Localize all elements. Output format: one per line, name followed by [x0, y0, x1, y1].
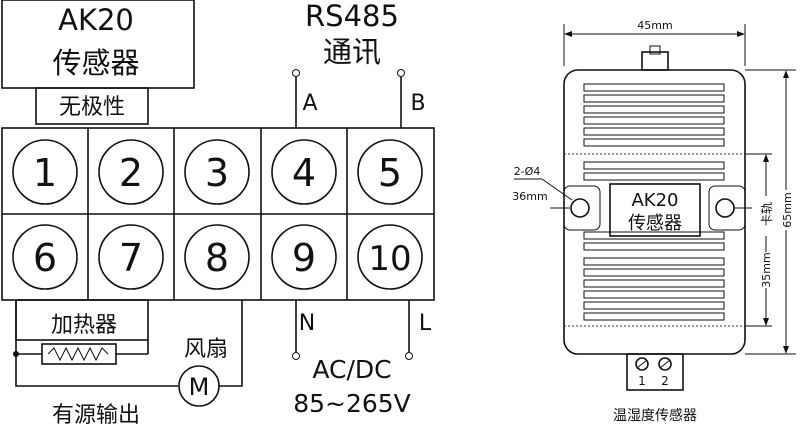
sensor-model: AK20	[58, 3, 134, 37]
fan-label: 风扇	[184, 337, 228, 362]
hole-dist: 36mm	[512, 190, 547, 203]
terminal-5-label: 5	[378, 151, 402, 195]
terminal-1: 1	[12, 139, 78, 205]
terminal-3-label: 3	[205, 151, 229, 195]
heater-label: 加热器	[51, 313, 117, 338]
mount-hole-right	[715, 198, 735, 218]
vent-bottom	[583, 257, 725, 321]
device-terminal-block	[626, 353, 684, 391]
terminal-9-label: 9	[292, 236, 316, 280]
rs485-label: RS485	[305, 0, 399, 33]
terminal-8: 8	[184, 224, 250, 290]
device-terminal-2: 2	[661, 374, 669, 388]
terminal-9: 9	[271, 224, 337, 290]
pin-a-label: A	[302, 91, 317, 116]
pin-n-label: N	[299, 311, 315, 336]
device-model: AK20	[631, 190, 678, 211]
pin-l-label: L	[419, 311, 432, 336]
terminal-2: 2	[98, 139, 164, 205]
terminal-4: 4	[271, 139, 337, 205]
active-output-label: 有源输出	[52, 403, 140, 428]
hole-spec: 2-Ø4	[514, 165, 541, 178]
comm-label: 通讯	[323, 35, 381, 69]
output-wire-left	[15, 300, 178, 387]
terminal-3: 3	[184, 139, 250, 205]
sensor-label: 传感器	[52, 46, 139, 80]
width-dim: 45mm	[637, 19, 672, 32]
vent-mid	[583, 161, 725, 251]
pin-b-dot	[397, 69, 405, 77]
terminal-4-label: 4	[292, 151, 316, 195]
terminal-1-label: 1	[33, 151, 57, 195]
height-dim: 65mm	[781, 192, 794, 227]
terminal-2-label: 2	[119, 151, 143, 195]
device-label: 传感器	[628, 213, 682, 234]
device-terminal-1: 1	[638, 374, 646, 388]
pin-n-dot	[292, 352, 300, 360]
terminal-7-label: 7	[119, 236, 143, 280]
vent-top	[583, 83, 725, 147]
power-type: AC/DC	[312, 355, 391, 384]
terminal-6: 6	[12, 224, 78, 290]
heater-element	[41, 343, 117, 365]
terminal-8-label: 8	[205, 236, 229, 280]
terminal-5: 5	[357, 139, 423, 205]
terminal-6-label: 6	[33, 236, 57, 280]
pin-l-dot	[405, 352, 413, 360]
nonpolar-label: 无极性	[59, 95, 125, 120]
power-range: 85~265V	[293, 389, 411, 418]
pin-a-dot	[292, 69, 300, 77]
mount-hole-left	[570, 198, 590, 218]
terminal-7: 7	[98, 224, 164, 290]
rail-dim: 35mm	[760, 252, 773, 287]
device-caption: 温湿度传感器	[613, 407, 697, 424]
pin-b-label: B	[410, 91, 425, 116]
terminal-10-label: 10	[368, 239, 411, 279]
heater-zigzag	[47, 346, 109, 362]
motor-symbol: M	[189, 373, 210, 401]
rail-label: 卡轨	[760, 202, 774, 226]
nonpolar-box	[35, 87, 149, 125]
terminal-10: 10	[357, 224, 423, 290]
device-label-plate	[609, 183, 701, 237]
top-clip	[641, 51, 669, 71]
fan-wire	[219, 300, 243, 387]
